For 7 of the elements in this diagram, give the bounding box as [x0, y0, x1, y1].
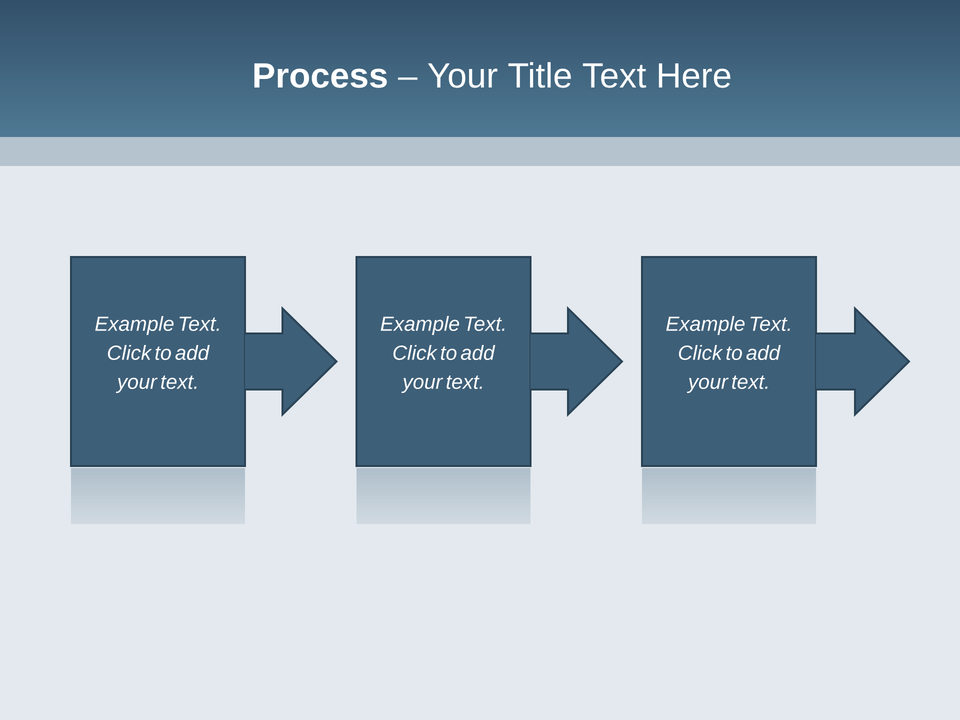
process-box: Example Text. Click to add your text. — [356, 256, 532, 467]
process-box: Example Text. Click to add your text. — [641, 256, 817, 467]
process-box: Example Text. Click to add your text. — [70, 256, 246, 467]
slide-title: Process – Your Title Text Here — [254, 62, 730, 88]
arrow — [530, 306, 624, 417]
arrow — [244, 306, 338, 417]
arrow — [815, 306, 910, 417]
